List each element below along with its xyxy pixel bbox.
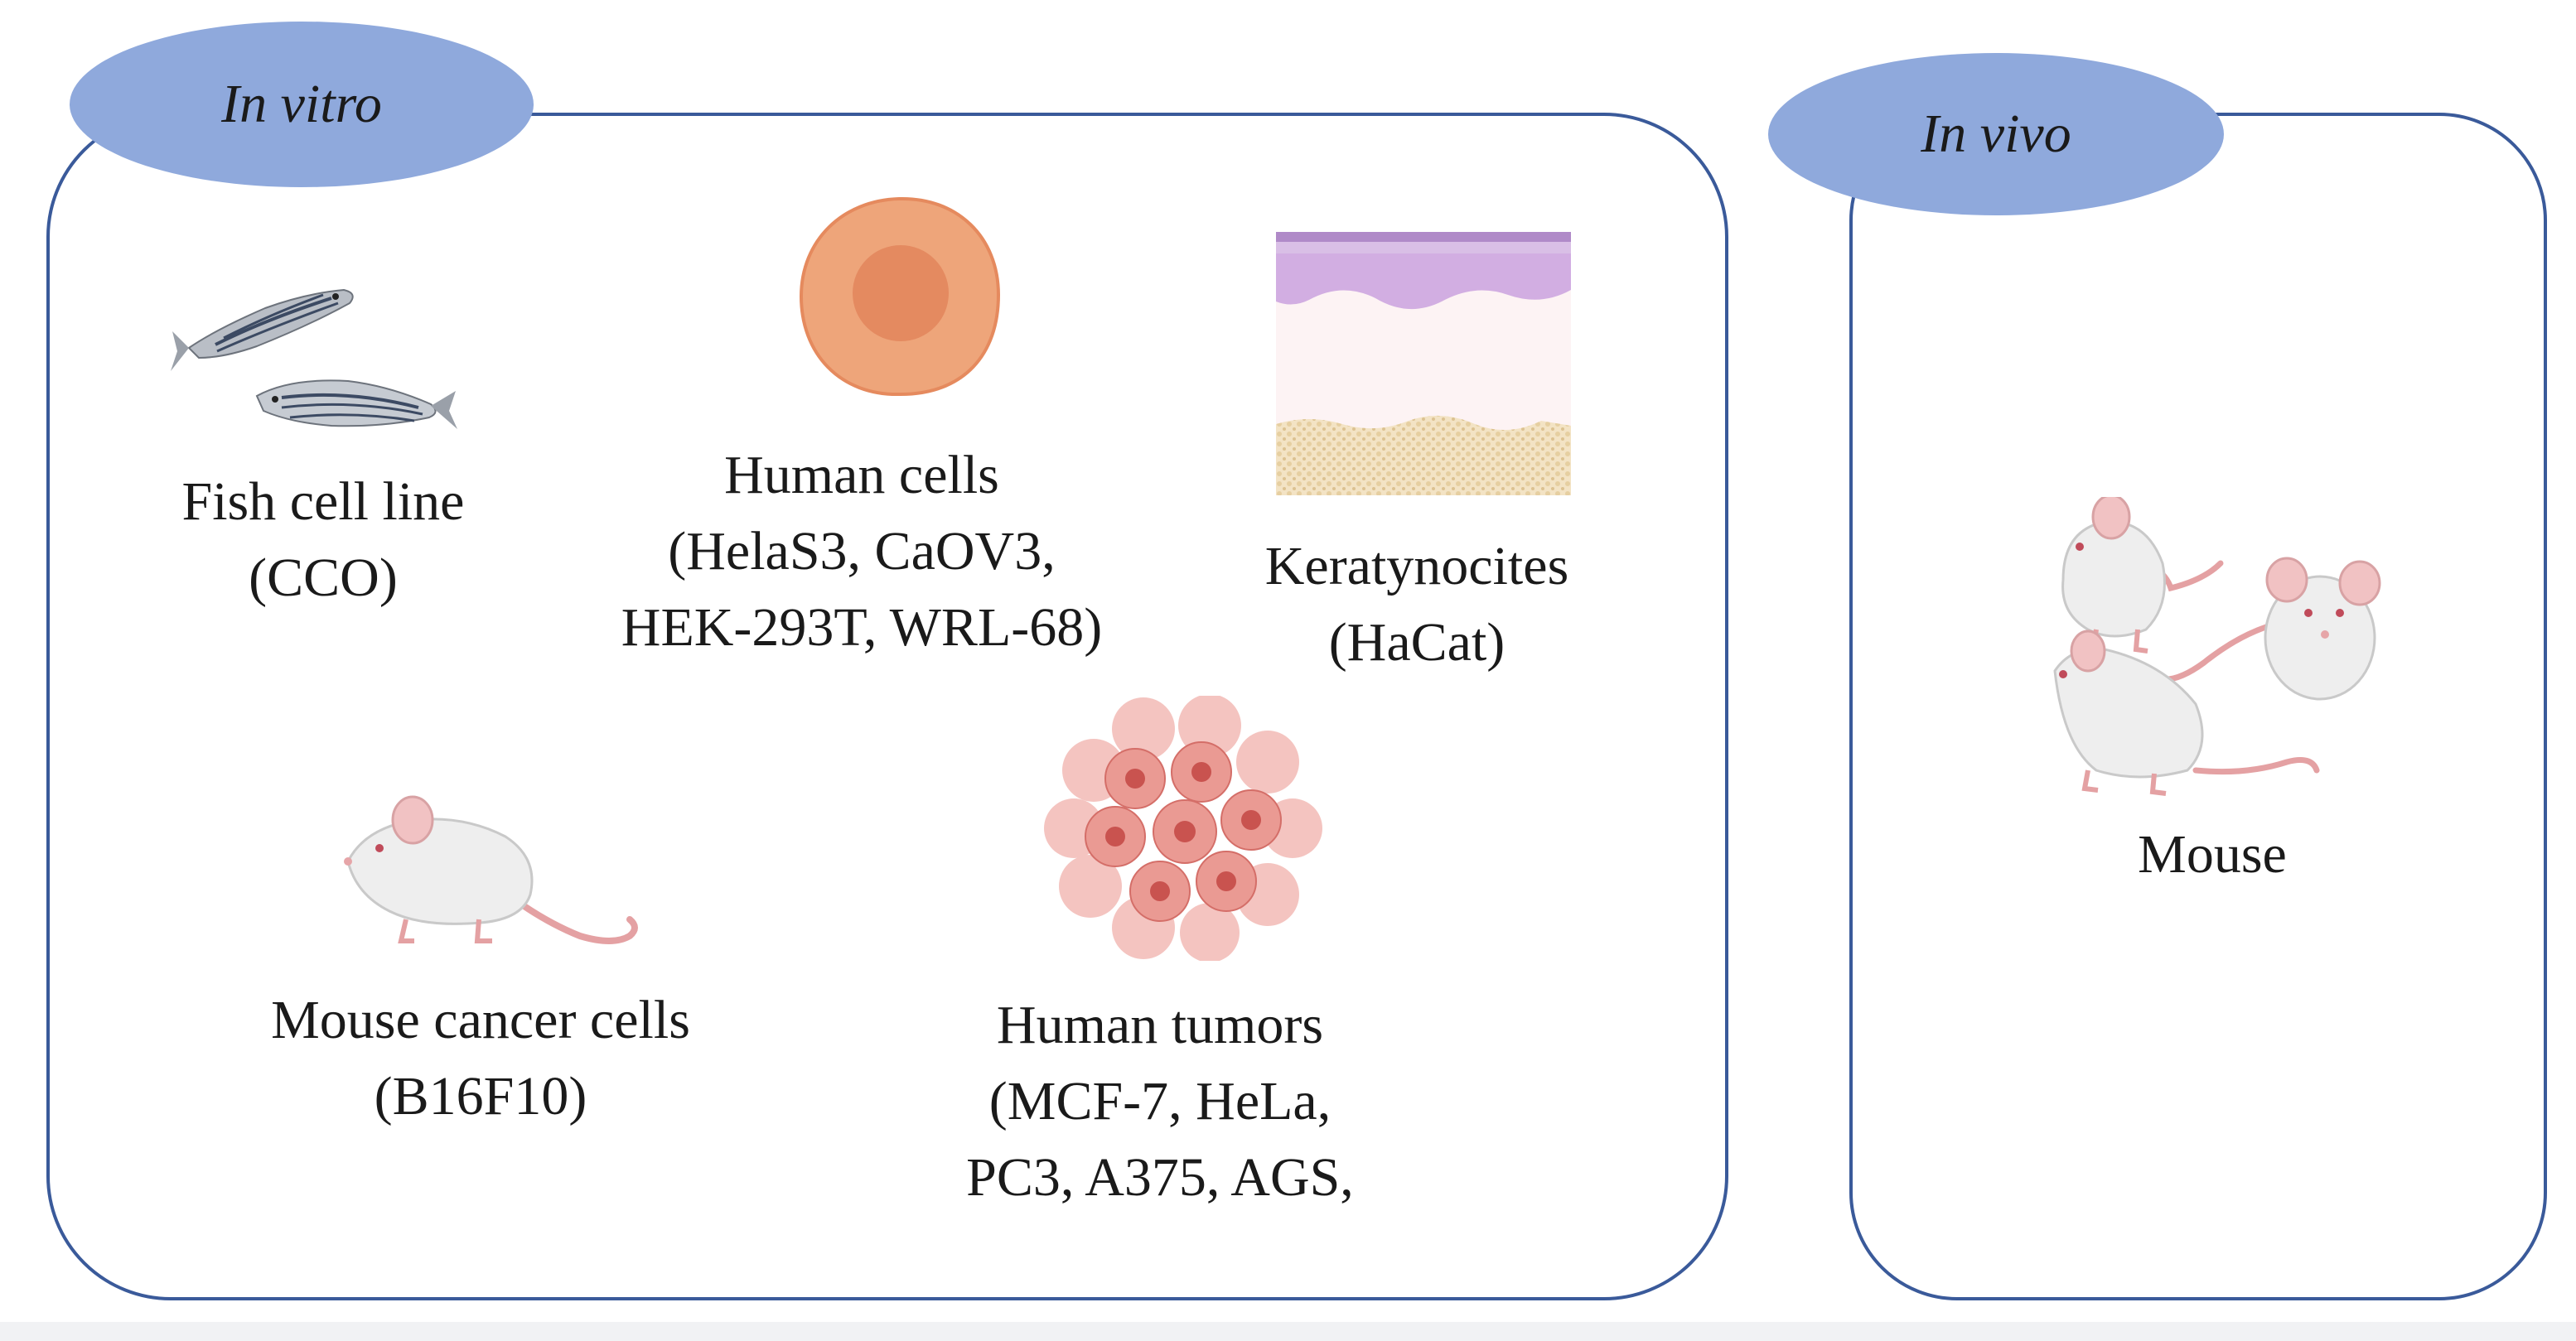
human-cell-icon (799, 196, 1001, 397)
in-vivo-panel (1849, 113, 2547, 1300)
fish-label-line-2: (CCO) (249, 547, 398, 608)
keratinocytes-line-2: (HaCat) (1328, 612, 1505, 673)
zebrafish-icon (171, 288, 457, 429)
in-vitro-title: In vitro (221, 74, 382, 134)
keratinocytes-label: Keratynocites (HaCat) (1168, 528, 1665, 681)
human-tumors-line-2: (MCF-7, HeLa, (988, 1071, 1331, 1131)
in-vivo-badge: In vivo (1768, 53, 2224, 215)
human-cells-line-3: HEK-293T, WRL-68) (621, 597, 1103, 658)
skin-layers-icon (1276, 232, 1571, 495)
mouse-cancer-cells-label: Mouse cancer cells (B16F10) (191, 982, 771, 1135)
human-cells-label: Human cells (HelaS3, CaOV3, HEK-293T, WR… (530, 437, 1193, 666)
human-cells-line-1: Human cells (724, 445, 999, 505)
in-vivo-title: In vivo (1921, 104, 2071, 164)
mouse-icon (344, 795, 638, 944)
in-vitro-badge: In vitro (70, 22, 534, 187)
human-tumors-line-1: Human tumors (996, 995, 1324, 1055)
tumor-cluster-icon (1044, 696, 1322, 961)
keratinocytes-line-1: Keratynocites (1264, 536, 1569, 596)
mice-group-icon (2053, 497, 2381, 796)
mouse-label-line-1: Mouse (2138, 824, 2287, 885)
human-tumors-label: Human tumors (MCF-7, HeLa, PC3, A375, AG… (829, 987, 1491, 1216)
mouse-cancer-line-1: Mouse cancer cells (271, 990, 690, 1050)
bottom-strip (0, 1322, 2576, 1341)
human-cells-line-2: (HelaS3, CaOV3, (668, 521, 1056, 581)
fish-cell-line-label: Fish cell line (CCO) (75, 464, 572, 616)
fish-label-line-1: Fish cell line (181, 471, 465, 532)
mouse-cancer-line-2: (B16F10) (374, 1066, 587, 1126)
human-tumors-line-3: PC3, A375, AGS, (966, 1147, 1354, 1208)
mouse-label: Mouse (2047, 817, 2378, 893)
